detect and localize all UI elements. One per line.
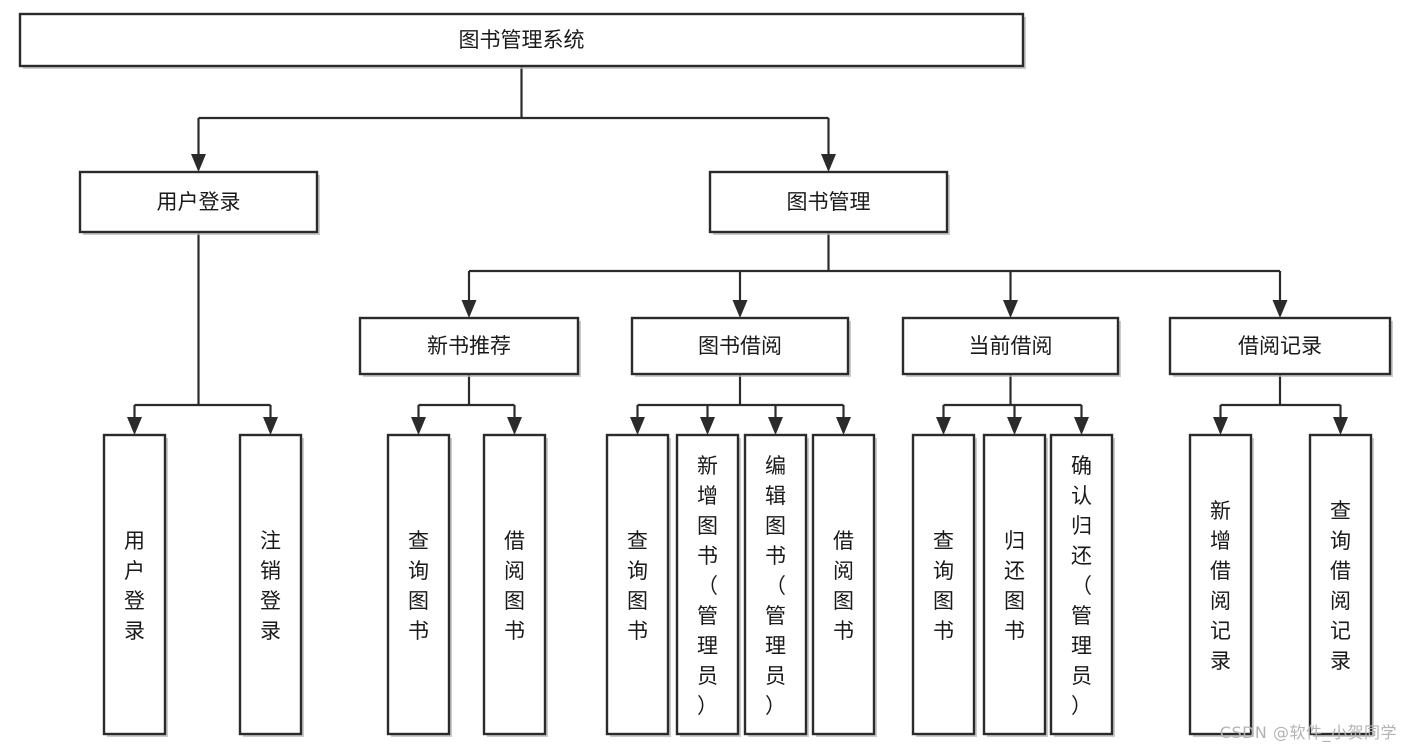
arrow-head-icon	[507, 417, 522, 435]
arrow-head-icon	[461, 300, 477, 318]
node-l-add-book[interactable]: 新增图书（管理员）	[675, 433, 741, 737]
node-label: 新书推荐	[427, 334, 511, 358]
node-l-borrow-book-1[interactable]: 借阅图书	[482, 433, 548, 737]
edge-group-n-user-login	[127, 232, 278, 435]
arrow-head-icon	[768, 417, 783, 435]
node-n-borrow-record[interactable]: 借阅记录	[1168, 316, 1393, 377]
node-n-book-borrow[interactable]: 图书借阅	[630, 316, 851, 377]
node-label: 借阅图书	[504, 529, 525, 643]
node-label: 归还图书	[1004, 529, 1025, 643]
node-box[interactable]	[18, 12, 1025, 68]
node-label: 新增借阅记录	[1210, 499, 1231, 673]
edge-layer	[127, 66, 1348, 435]
arrow-head-icon	[1272, 300, 1288, 318]
node-label: 图书管理	[787, 190, 871, 214]
edge-group-n-borrow-record	[1213, 374, 1348, 435]
node-label: 借阅图书	[833, 529, 854, 643]
node-root[interactable]: 图书管理系统	[18, 12, 1026, 69]
node-label: 查询借阅记录	[1330, 499, 1351, 673]
arrow-head-icon	[191, 154, 206, 172]
node-box[interactable]	[1049, 433, 1114, 736]
node-l-query-book-2[interactable]: 查询图书	[605, 433, 671, 737]
node-box[interactable]	[1168, 316, 1392, 376]
arrow-head-icon	[836, 417, 851, 435]
node-box[interactable]	[811, 433, 876, 736]
arrow-head-icon	[1333, 417, 1348, 435]
arrow-head-icon	[732, 300, 748, 318]
node-l-logout[interactable]: 注销登录	[238, 433, 304, 737]
node-label: 用户登录	[124, 529, 145, 643]
node-box[interactable]	[901, 316, 1120, 376]
node-l-confirm-return[interactable]: 确认归还（管理员）	[1049, 433, 1115, 737]
node-label: 编辑图书（管理员）	[765, 454, 786, 718]
arrow-head-icon	[1007, 417, 1022, 435]
edge-group-n-book-manage	[461, 232, 1288, 318]
arrow-head-icon	[821, 154, 836, 172]
node-label: 查询图书	[627, 529, 648, 643]
node-label: 当前借阅	[969, 334, 1053, 358]
edge-group-n-current-borrow	[936, 374, 1089, 435]
edge-group-n-book-borrow	[630, 374, 851, 435]
node-l-return-book[interactable]: 归还图书	[982, 433, 1048, 737]
node-label: 注销登录	[260, 529, 281, 643]
arrow-head-icon	[411, 417, 426, 435]
node-label: 新增图书（管理员）	[697, 454, 718, 718]
node-l-user-login[interactable]: 用户登录	[102, 433, 168, 737]
node-l-add-record[interactable]: 新增借阅记录	[1188, 433, 1254, 737]
node-n-current-borrow[interactable]: 当前借阅	[901, 316, 1121, 377]
node-box[interactable]	[102, 433, 167, 736]
arrow-head-icon	[1213, 417, 1228, 435]
node-label: 用户登录	[157, 190, 241, 214]
arrow-head-icon	[263, 417, 278, 435]
node-box[interactable]	[743, 433, 808, 736]
node-box[interactable]	[238, 433, 303, 736]
node-label: 借阅记录	[1238, 334, 1322, 358]
node-l-query-book-1[interactable]: 查询图书	[386, 433, 452, 737]
node-box[interactable]	[358, 316, 580, 376]
arrow-head-icon	[630, 417, 645, 435]
arrow-head-icon	[1003, 300, 1018, 318]
node-label: 查询图书	[408, 529, 429, 643]
node-box[interactable]	[1308, 433, 1373, 736]
node-label: 图书管理系统	[459, 28, 585, 52]
node-n-book-manage[interactable]: 图书管理	[708, 170, 950, 235]
node-box[interactable]	[1188, 433, 1253, 736]
edge-group-n-new-book-rec	[411, 374, 522, 435]
node-box[interactable]	[482, 433, 547, 736]
node-l-borrow-book-2[interactable]: 借阅图书	[811, 433, 877, 737]
node-box[interactable]	[386, 433, 451, 736]
node-box[interactable]	[605, 433, 670, 736]
node-n-new-book-rec[interactable]: 新书推荐	[358, 316, 581, 377]
node-label: 确认归还（管理员）	[1071, 454, 1092, 718]
arrow-head-icon	[1074, 417, 1089, 435]
node-label: 图书借阅	[698, 334, 782, 358]
node-n-user-login[interactable]: 用户登录	[78, 170, 320, 235]
node-l-query-record[interactable]: 查询借阅记录	[1308, 433, 1374, 737]
node-l-edit-book[interactable]: 编辑图书（管理员）	[743, 433, 809, 737]
arrow-head-icon	[936, 417, 951, 435]
node-label: 查询图书	[933, 529, 954, 643]
arrow-head-icon	[700, 417, 715, 435]
node-box[interactable]	[982, 433, 1047, 736]
node-box[interactable]	[708, 170, 949, 234]
arrow-head-icon	[127, 417, 142, 435]
node-box[interactable]	[675, 433, 740, 736]
edge-group-root	[191, 66, 836, 172]
node-box[interactable]	[630, 316, 850, 376]
node-box[interactable]	[78, 170, 319, 234]
node-l-query-book-3[interactable]: 查询图书	[911, 433, 977, 737]
node-box[interactable]	[911, 433, 976, 736]
node-layer: 图书管理系统用户登录图书管理新书推荐图书借阅当前借阅借阅记录用户登录注销登录查询…	[18, 12, 1393, 737]
